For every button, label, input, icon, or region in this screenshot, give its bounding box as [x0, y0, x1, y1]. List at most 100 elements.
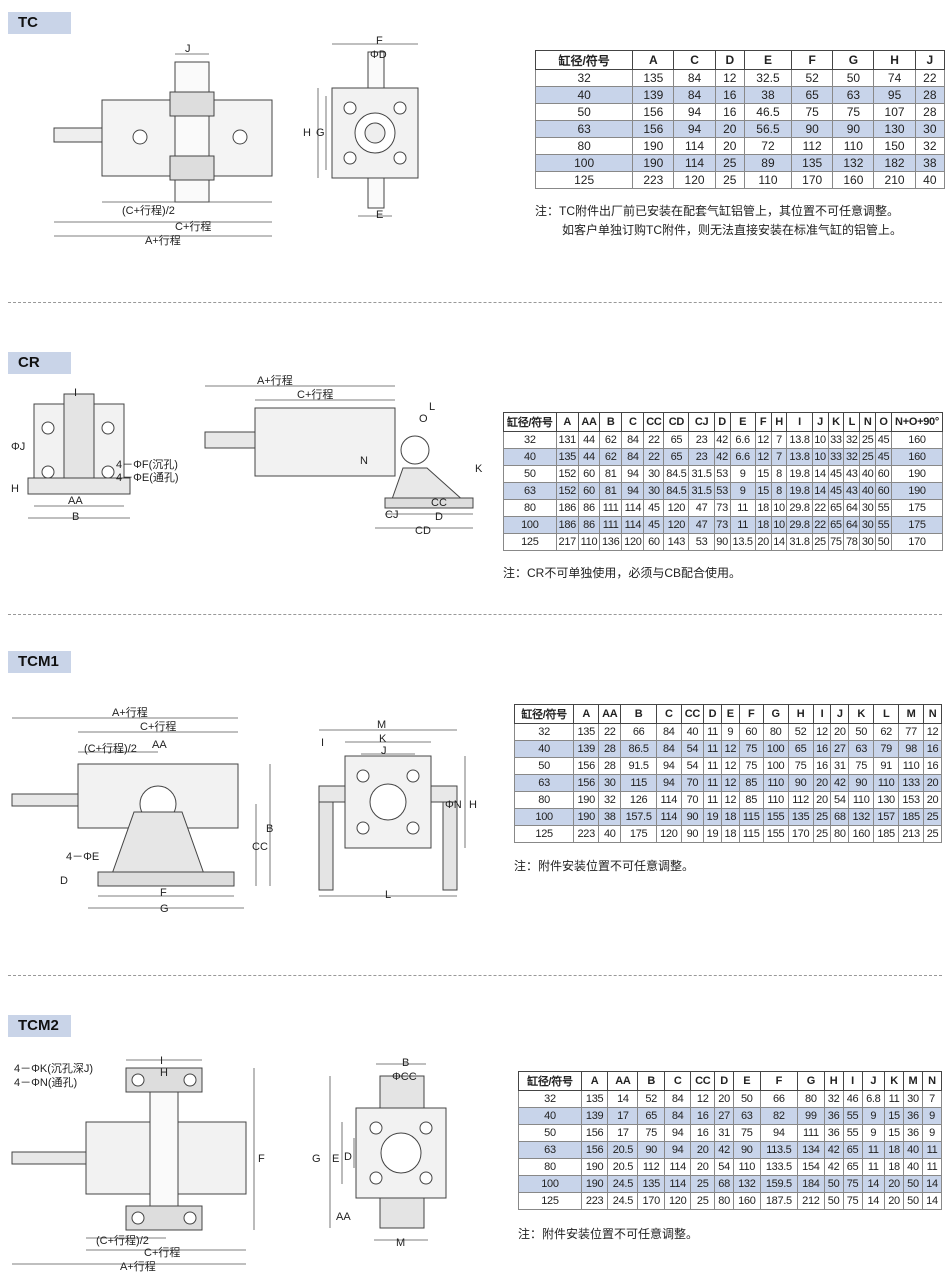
- table-cell: 84: [663, 1090, 692, 1108]
- table-cell: 18: [884, 1141, 904, 1159]
- table-cell: 75: [848, 757, 875, 775]
- table-cell: 12: [720, 791, 740, 809]
- table-cell: 114: [621, 516, 645, 534]
- table-header-cell: 缸径/符号: [518, 1071, 582, 1091]
- table-cell: 24.5: [607, 1175, 639, 1193]
- table-cell: 40: [859, 482, 877, 500]
- table-cell: 50: [513, 757, 575, 775]
- tcm2-label-m: M: [396, 1237, 405, 1249]
- table-cell: 32: [534, 69, 634, 87]
- tcm1-label-phin: ΦN: [445, 799, 462, 811]
- table-cell: 45: [875, 448, 892, 466]
- tcm1-label-j: J: [381, 745, 387, 757]
- table-cell: 155: [762, 825, 789, 843]
- table-cell: 56.5: [743, 120, 793, 138]
- table-cell: 75: [791, 103, 834, 121]
- table-cell: 20: [690, 1141, 716, 1159]
- cr-label-i: I: [74, 388, 77, 399]
- cr-label-h: H: [11, 483, 19, 495]
- table-cell: 11: [729, 499, 756, 517]
- table-header-cell: G: [797, 1071, 825, 1091]
- table-cell: 54: [830, 791, 850, 809]
- table-cell: 184: [797, 1175, 825, 1193]
- table-cell: 86: [577, 516, 601, 534]
- table-cell: 73: [713, 516, 731, 534]
- table-cell: 75: [832, 103, 875, 121]
- table-cell: 84: [655, 740, 682, 758]
- tcm2-label-a: A+行程: [120, 1260, 156, 1273]
- table-cell: 16: [690, 1124, 716, 1142]
- tcm1-label-i: I: [321, 737, 324, 749]
- section-tag-cr: CR: [8, 352, 71, 374]
- table-cell: 154: [797, 1158, 825, 1176]
- divider-3: [8, 975, 942, 976]
- table-cell: 13.5: [729, 533, 756, 551]
- table-header-cell: CC: [690, 1071, 716, 1091]
- table-header-cell: F: [738, 704, 764, 724]
- table-cell: 12: [720, 740, 740, 758]
- table-cell: 38: [914, 154, 946, 172]
- table-cell: 12: [690, 1090, 716, 1108]
- table-cell: 18: [754, 516, 772, 534]
- table-header-cell: C: [673, 50, 716, 70]
- table-header-cell: H: [770, 412, 788, 432]
- divider-2: [8, 614, 942, 615]
- tc-note: 注：TC附件出厂前已安装在配套气缸铝管上，其位置不可任意调整。 如客户单独订购T…: [535, 202, 902, 240]
- table-cell: 50: [503, 465, 557, 483]
- table-header-cell: N: [921, 1071, 943, 1091]
- table-cell: 15: [884, 1124, 904, 1142]
- table-cell: 156: [580, 1141, 609, 1159]
- table-cell: 9: [921, 1124, 943, 1142]
- table-cell: 28: [598, 757, 622, 775]
- table-cell: 190: [580, 1175, 609, 1193]
- tcm1-label-g: G: [160, 903, 169, 914]
- table-cell: 40: [518, 1107, 582, 1125]
- table-cell: 84.5: [663, 465, 690, 483]
- tcm2-label-h: H: [160, 1067, 168, 1079]
- table-cell: 40: [513, 740, 575, 758]
- table-cell: 99: [797, 1107, 825, 1125]
- table-cell: 29.8: [786, 499, 813, 517]
- table-cell: 32: [513, 723, 575, 741]
- table-cell: 7: [921, 1090, 943, 1108]
- table-cell: 20: [714, 1090, 735, 1108]
- table-cell: 32.5: [743, 69, 793, 87]
- table-header-cell: A: [555, 412, 579, 432]
- table-cell: 16: [923, 740, 942, 758]
- table-cell: 19: [703, 808, 722, 826]
- table-cell: 125: [534, 171, 634, 189]
- table-cell: 40: [914, 171, 946, 189]
- table-cell: 10: [770, 516, 788, 534]
- cr-label-aa: AA: [68, 495, 83, 507]
- table-header-cell: N: [923, 704, 942, 724]
- table-cell: 17: [607, 1107, 639, 1125]
- tc-label-e: E: [376, 209, 383, 221]
- tcm2-label-k-holes: 4－ΦK(沉孔深J): [14, 1062, 93, 1075]
- table-cell: 45: [827, 482, 845, 500]
- table-cell: 25: [859, 448, 877, 466]
- table-cell: 8: [770, 465, 788, 483]
- table-cell: 155: [762, 808, 789, 826]
- table-cell: 84.5: [663, 482, 690, 500]
- table-header-cell: N: [859, 412, 877, 432]
- table-cell: 60: [643, 533, 665, 551]
- table-cell: 63: [503, 482, 557, 500]
- table-cell: 22: [811, 516, 829, 534]
- table-cell: 90: [832, 120, 875, 138]
- table-cell: 20: [812, 791, 832, 809]
- table-header-cell: CC: [680, 704, 705, 724]
- table-cell: 17: [607, 1124, 639, 1142]
- table-cell: 139: [573, 740, 600, 758]
- table-cell: 100: [534, 154, 634, 172]
- table-cell: 25: [859, 431, 877, 449]
- table-cell: 14: [921, 1192, 943, 1210]
- table-cell: 66: [620, 723, 657, 741]
- cr-label-d: D: [435, 511, 443, 523]
- table-cell: 27: [714, 1107, 735, 1125]
- table-cell: 132: [848, 808, 875, 826]
